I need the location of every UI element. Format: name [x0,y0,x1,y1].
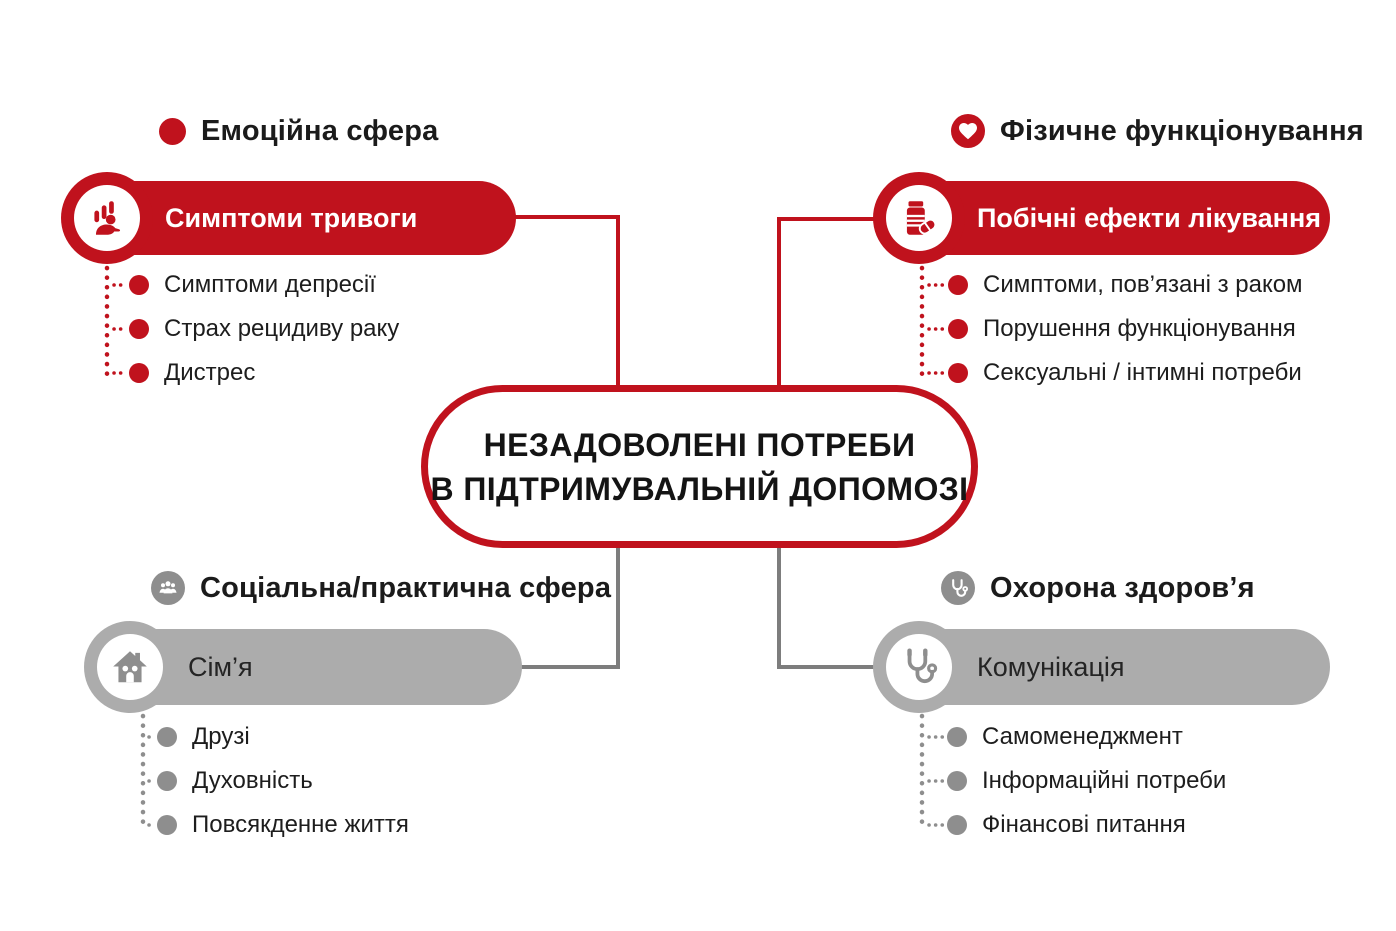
pill-cap [873,172,965,264]
pill-family-label: Сім’я [188,651,253,682]
pill-treatment-side-effects: Побічні ефекти лікування [873,172,1330,264]
healthcare-sublist: Самоменеджмент Інформаційні потреби Фіна… [947,723,1227,838]
bullet-icon [129,363,149,383]
list-item: Самоменеджмент [947,723,1226,750]
stethoscope-icon [941,571,975,605]
list-item: Симптоми, пов’язані з раком [948,271,1303,298]
header-physical: Фізичне функціонування [951,112,1364,150]
pill-treatment-side-effects-label: Побічні ефекти лікування [977,202,1322,233]
list-item-label: Сексуальні / інтимні потреби [983,359,1302,386]
list-item-label: Дистрес [164,359,256,386]
list-item-label: Симптоми, пов’язані з раком [983,271,1303,298]
physical-sublist: Симптоми, пов’язані з раком Порушення фу… [948,271,1303,386]
list-item: Страх рецидиву раку [129,315,400,342]
header-emotional: Емоційна сфера [159,112,438,150]
list-item: Духовність [157,767,409,794]
pill-family: Сім’я [84,621,522,713]
header-social: Соціальна/практична сфера [151,569,611,607]
pill-cap [873,621,965,713]
header-physical-label: Фізичне функціонування [1000,114,1364,147]
list-item: Інформаційні потреби [947,767,1227,794]
list-item-label: Фінансові питання [982,811,1186,838]
list-item: Сексуальні / інтимні потреби [948,359,1303,386]
list-item-label: Повсякденне життя [192,811,409,838]
bullet-icon [157,771,177,791]
list-item-label: Порушення функціонування [983,315,1296,342]
bullet-icon [157,727,177,747]
bullet-icon [948,275,968,295]
pill-communication: Комунікація [873,621,1330,713]
header-healthcare: Охорона здоров’я [941,569,1255,607]
bullet-icon [948,363,968,383]
list-item: Дистрес [129,359,399,386]
bullet-icon [157,815,177,835]
bullet-icon [947,771,967,791]
central-node-title-line1: НЕЗАДОВОЛЕНІ ПОТРЕБИ [483,426,916,463]
emotional-sublist: Симптоми депресії Страх рецидиву раку Ди… [129,271,400,386]
social-sublist: Друзі Духовність Повсякденне життя [157,723,409,838]
central-node: НЕЗАДОВОЛЕНІ ПОТРЕБИ В ПІДТРИМУВАЛЬНІЙ Д… [421,385,978,548]
list-item: Симптоми депресії [129,271,399,298]
pill-cap [61,172,153,264]
people-icon [151,571,185,605]
header-emotional-label: Емоційна сфера [201,114,439,147]
list-item-label: Страх рецидиву раку [164,315,400,342]
list-item: Порушення функціонування [948,315,1303,342]
medication-icon [886,185,952,251]
central-node-title-line2: В ПІДТРИМУВАЛЬНІЙ ДОПОМОЗІ [430,470,969,507]
list-item-label: Інформаційні потреби [982,767,1227,794]
list-item: Друзі [157,723,409,750]
bullet-icon [947,815,967,835]
list-item-label: Самоменеджмент [982,723,1183,750]
list-item: Фінансові питання [947,811,1226,838]
house-icon [97,634,163,700]
pill-anxiety-symptoms-label: Симптоми тривоги [165,202,418,233]
list-item-label: Духовність [192,767,313,794]
list-item-label: Друзі [192,723,250,750]
pill-communication-label: Комунікація [977,651,1125,682]
anxiety-person-icon [74,185,140,251]
bullet-icon [947,727,967,747]
bullet-icon [129,319,149,339]
bullet-icon [129,275,149,295]
list-item-label: Симптоми депресії [164,271,376,298]
heart-icon [951,114,985,148]
red-dot-icon [159,117,186,145]
list-item: Повсякденне життя [157,811,409,838]
header-social-label: Соціальна/практична сфера [200,571,612,604]
bullet-icon [948,319,968,339]
pill-cap [84,621,176,713]
pill-anxiety-symptoms: Симптоми тривоги [61,172,516,264]
header-healthcare-label: Охорона здоров’я [990,571,1255,604]
stethoscope-icon [886,634,952,700]
